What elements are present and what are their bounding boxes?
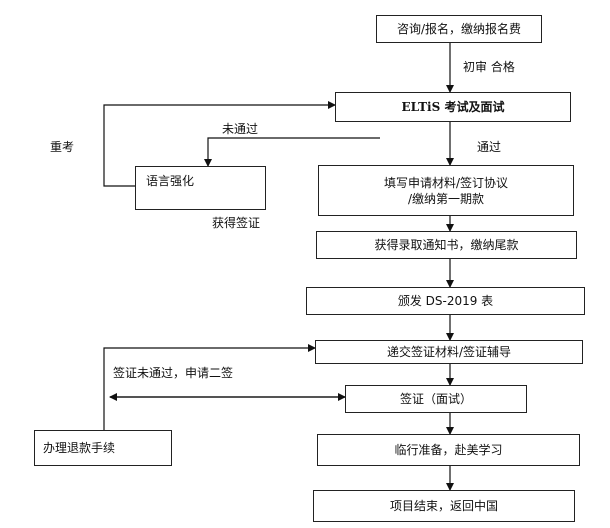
language-text: 语言强化 (146, 174, 195, 188)
apply-box: 填写申请材料/签订协议 /缴纳第一期款 (318, 165, 574, 216)
consult-text: 咨询/报名，缴纳报名费 (396, 22, 522, 36)
eltis-suffix: 考试及面试 (440, 100, 505, 114)
end-box: 项目结束，返回中国 (313, 490, 575, 522)
visa-text: 签证（面试） (399, 392, 472, 406)
ds2019-text: 颁发 DS-2019 表 (397, 294, 494, 308)
apply-line2: /缴纳第一期款 (407, 191, 485, 206)
arrow-language-to-eltis (103, 101, 336, 187)
consult-box: 咨询/报名，缴纳报名费 (376, 15, 542, 43)
prepare-box: 临行准备，赴美学习 (317, 434, 580, 466)
label-visa-obtained: 获得签证 (212, 216, 261, 230)
label-not-passed: 未通过 (222, 122, 259, 136)
refund-box: 办理退款手续 (34, 430, 172, 466)
submit-box: 递交签证材料/签证辅导 (315, 340, 583, 364)
refund-text: 办理退款手续 (43, 441, 116, 455)
ds2019-box: 颁发 DS-2019 表 (306, 287, 585, 315)
apply-line1: 填写申请材料/签订协议 (383, 175, 509, 190)
arrow-visa-to-submit (103, 344, 316, 430)
language-box: 语言强化 (135, 166, 266, 210)
label-pass-review: 初审 合格 (463, 60, 515, 74)
admission-box: 获得录取通知书，缴纳尾款 (316, 231, 577, 259)
submit-text: 递交签证材料/签证辅导 (386, 345, 512, 359)
visa-box: 签证（面试） (345, 385, 527, 413)
label-passed: 通过 (477, 140, 502, 154)
admission-text: 获得录取通知书，缴纳尾款 (374, 238, 519, 252)
end-text: 项目结束，返回中国 (389, 499, 498, 513)
label-visa-rejected: 签证未通过，申请二签 (113, 366, 234, 380)
label-retest: 重考 (50, 140, 75, 154)
eltis-text: ELTiS 考试及面试 (402, 99, 505, 115)
eltis-prefix: ELTiS (401, 100, 441, 114)
prepare-text: 临行准备，赴美学习 (394, 443, 503, 457)
eltis-box: ELTiS 考试及面试 (335, 92, 571, 122)
arrow-eltis-to-language (204, 137, 380, 167)
